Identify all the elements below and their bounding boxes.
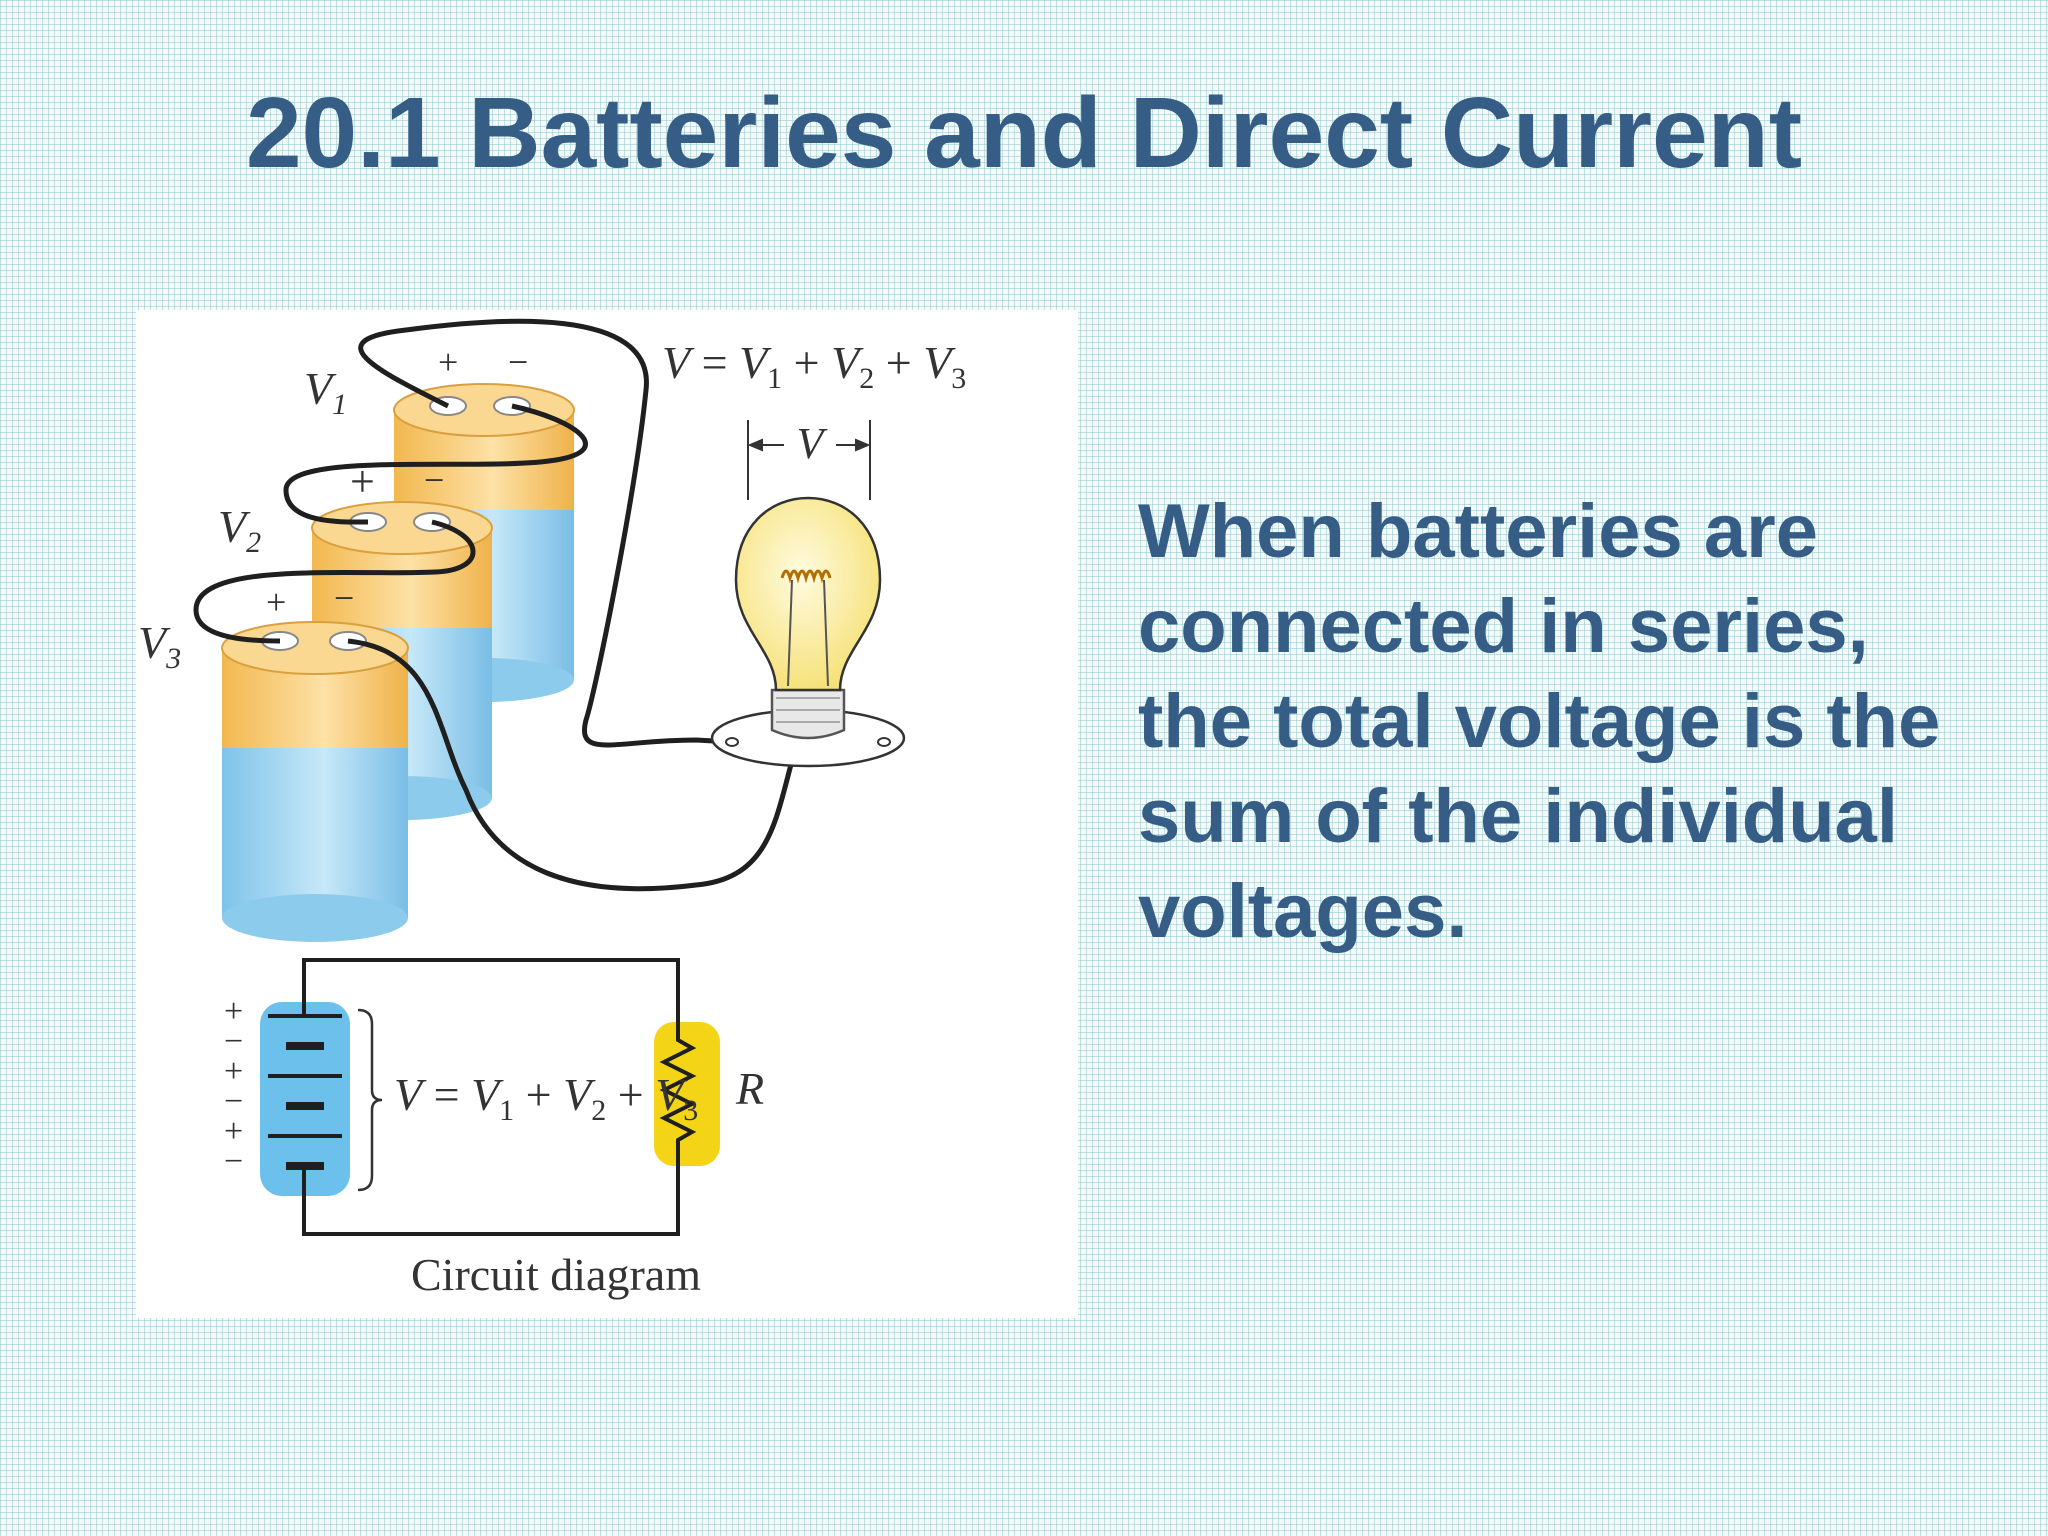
battery-v1-minus: − [508,342,528,382]
bulb-voltage-bracket [747,420,871,500]
wire-v3-to-bulb [347,638,801,892]
resistor-label: R [735,1063,764,1114]
wire-v1-v2 [283,403,588,525]
cell1-plus: + [224,993,243,1030]
battery-v2-plus: + [350,457,375,506]
battery-label-v2: V2 [218,501,261,559]
slide-title: 20.1 Batteries and Direct Current [245,77,1803,189]
battery-v3-plus: + [266,582,286,622]
cell2-minus: − [224,1083,243,1120]
circuit-equation: V = V1 + V2 + V3 [394,1069,698,1127]
cell3-minus: − [224,1143,243,1180]
series-battery-figure: V V = V1 + V2 + V3 V1 V2 V3 + − + − + − [136,310,1078,1318]
wire-v1-to-bulb [358,318,733,748]
battery-v1-plus: + [438,342,458,382]
slide-body-text: When batteries are connected in series, … [1138,489,1941,954]
circuit-diagram [260,958,720,1236]
figure-illustration: V V = V1 + V2 + V3 V1 V2 V3 + − + − + − [138,318,966,1300]
battery-v3 [221,621,409,942]
battery-stack-symbol [260,1002,350,1196]
voltage-brace [357,1008,383,1192]
bulb-voltage-label: V [797,419,829,468]
resistor-symbol [659,1022,697,1166]
connecting-wires [193,318,801,892]
top-equation: V = V1 + V2 + V3 [662,337,966,395]
figure-caption: Circuit diagram [411,1249,701,1300]
battery-label-v1: V1 [304,363,347,421]
battery-label-v3: V3 [138,617,181,675]
cell1-minus: − [224,1023,243,1060]
cell3-plus: + [224,1113,243,1150]
cell2-plus: + [224,1053,243,1090]
battery-v2-minus: − [424,460,444,500]
light-bulb-icon [710,496,906,768]
wire-v2-v3 [193,519,476,644]
battery-v3-minus: − [334,578,354,618]
